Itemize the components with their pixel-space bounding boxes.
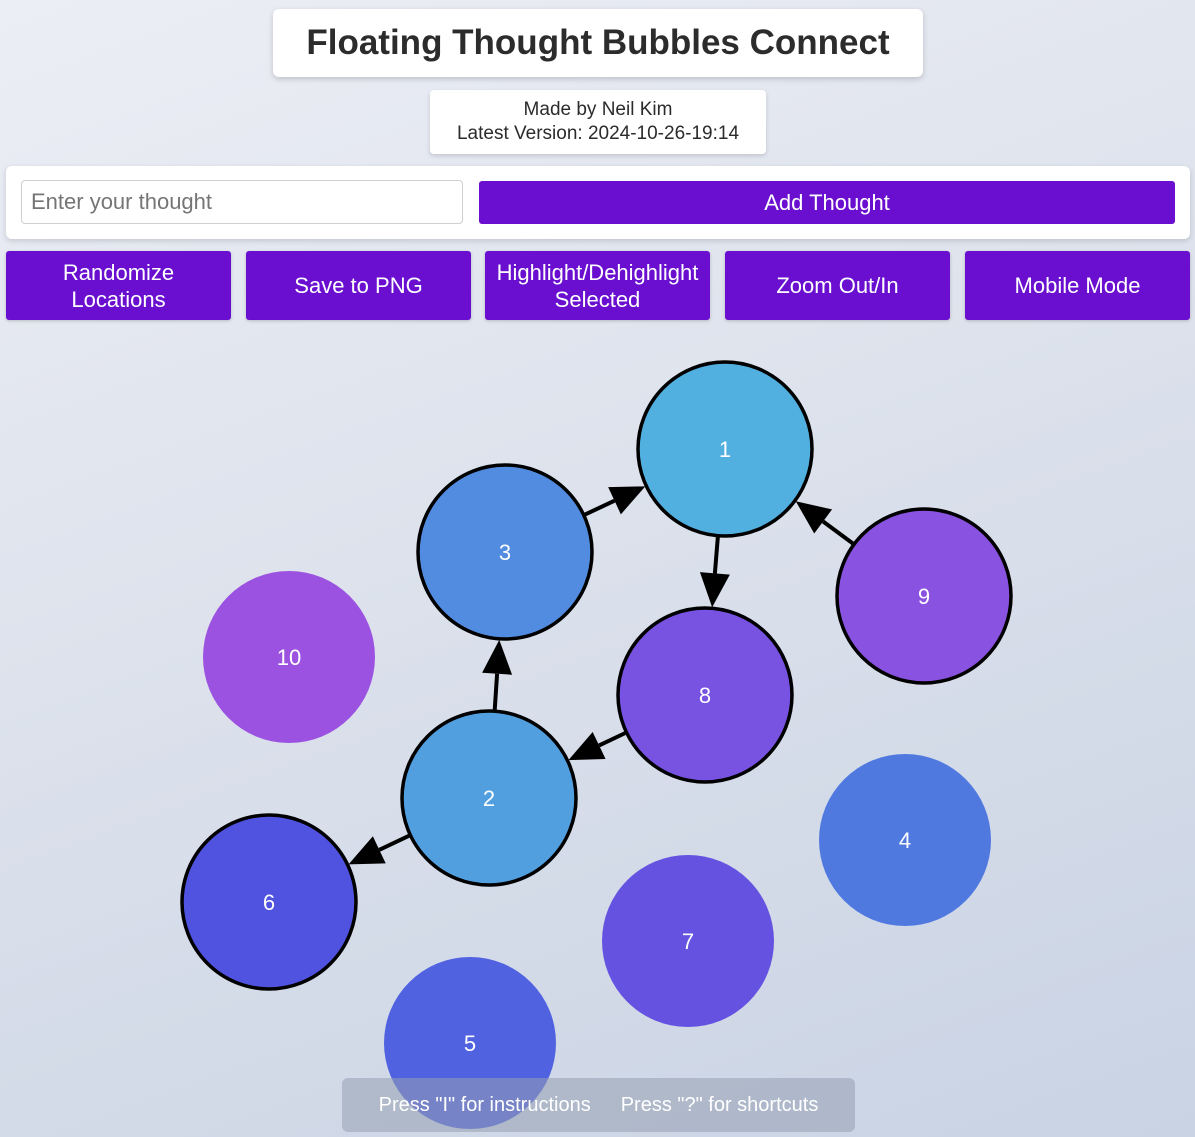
thought-bubble-7[interactable]: 7 — [602, 855, 774, 1027]
randomize-locations-button[interactable]: Randomize Locations — [6, 251, 231, 320]
connection-1-to-8 — [699, 536, 730, 608]
credit-box: Made by Neil Kim Latest Version: 2024-10… — [430, 90, 766, 154]
bubble-label: 1 — [719, 437, 731, 462]
bubble-label: 7 — [682, 929, 694, 954]
bubble-circle — [819, 754, 991, 926]
connections-layer — [348, 486, 855, 865]
thought-bubble-10[interactable]: 10 — [203, 571, 375, 743]
bubble-circle — [400, 709, 578, 887]
bubble-circle — [416, 463, 594, 641]
version-line: Latest Version: 2024-10-26-19:14 — [456, 123, 740, 144]
arrowhead-icon — [795, 501, 833, 534]
bubble-label: 5 — [464, 1031, 476, 1056]
bubble-label: 9 — [918, 584, 930, 609]
connection-line — [378, 833, 411, 852]
connection-9-to-1 — [795, 501, 855, 546]
arrowhead-icon — [568, 731, 606, 761]
bubble-canvas[interactable]: 1 2 3 4 5 6 7 8 9 10 — [0, 330, 1195, 1137]
bubble-circle — [636, 360, 814, 538]
instructions-hint: Press "I" for instructions — [378, 1093, 591, 1116]
connection-line — [821, 519, 855, 546]
thought-bubble-9[interactable]: 9 — [835, 507, 1013, 685]
app-title: Floating Thought Bubbles Connect — [273, 9, 923, 77]
bubble-circle — [835, 507, 1013, 685]
thought-bubble-8[interactable]: 8 — [616, 606, 794, 784]
thought-input-panel: Add Thought — [6, 166, 1190, 239]
bubble-circle — [602, 855, 774, 1027]
author-line: Made by Neil Kim — [523, 99, 673, 120]
bubble-label: 4 — [899, 828, 911, 853]
bubble-circle — [203, 571, 375, 743]
connection-2-to-6 — [348, 833, 411, 865]
bubble-circle — [616, 606, 794, 784]
arrowhead-icon — [482, 639, 513, 675]
zoom-toggle-button[interactable]: Zoom Out/In — [725, 251, 950, 320]
bubble-circle — [180, 813, 358, 991]
connection-line — [712, 536, 720, 574]
connection-8-to-2 — [568, 731, 627, 761]
bubble-label: 6 — [263, 890, 275, 915]
bubble-label: 3 — [499, 540, 511, 565]
arrowhead-icon — [608, 486, 646, 515]
toolbar: Randomize Locations Save to PNG Highligh… — [0, 251, 1195, 321]
arrowhead-icon — [348, 836, 386, 865]
highlight-selected-button[interactable]: Highlight/Dehighlight Selected — [485, 251, 710, 320]
bubble-label: 2 — [483, 786, 495, 811]
bubble-label: 8 — [699, 683, 711, 708]
thought-bubble-1[interactable]: 1 — [636, 360, 814, 538]
thought-bubble-2[interactable]: 2 — [400, 709, 578, 887]
mobile-mode-button[interactable]: Mobile Mode — [965, 251, 1190, 320]
connection-line — [583, 498, 616, 517]
bubble-label: 10 — [277, 645, 301, 670]
thought-input[interactable] — [21, 180, 463, 224]
shortcuts-hint: Press "?" for shortcuts — [620, 1093, 819, 1116]
connection-3-to-1 — [583, 486, 646, 517]
arrowhead-icon — [699, 572, 730, 608]
connection-line — [492, 673, 500, 711]
hint-bar: Press "I" for instructions Press "?" for… — [342, 1078, 855, 1132]
thought-bubble-4[interactable]: 4 — [819, 754, 991, 926]
save-to-png-button[interactable]: Save to PNG — [246, 251, 471, 320]
thought-bubble-3[interactable]: 3 — [416, 463, 594, 641]
connection-line — [598, 731, 627, 748]
add-thought-button[interactable]: Add Thought — [479, 181, 1175, 224]
thought-bubble-6[interactable]: 6 — [180, 813, 358, 991]
connection-2-to-3 — [482, 639, 513, 711]
